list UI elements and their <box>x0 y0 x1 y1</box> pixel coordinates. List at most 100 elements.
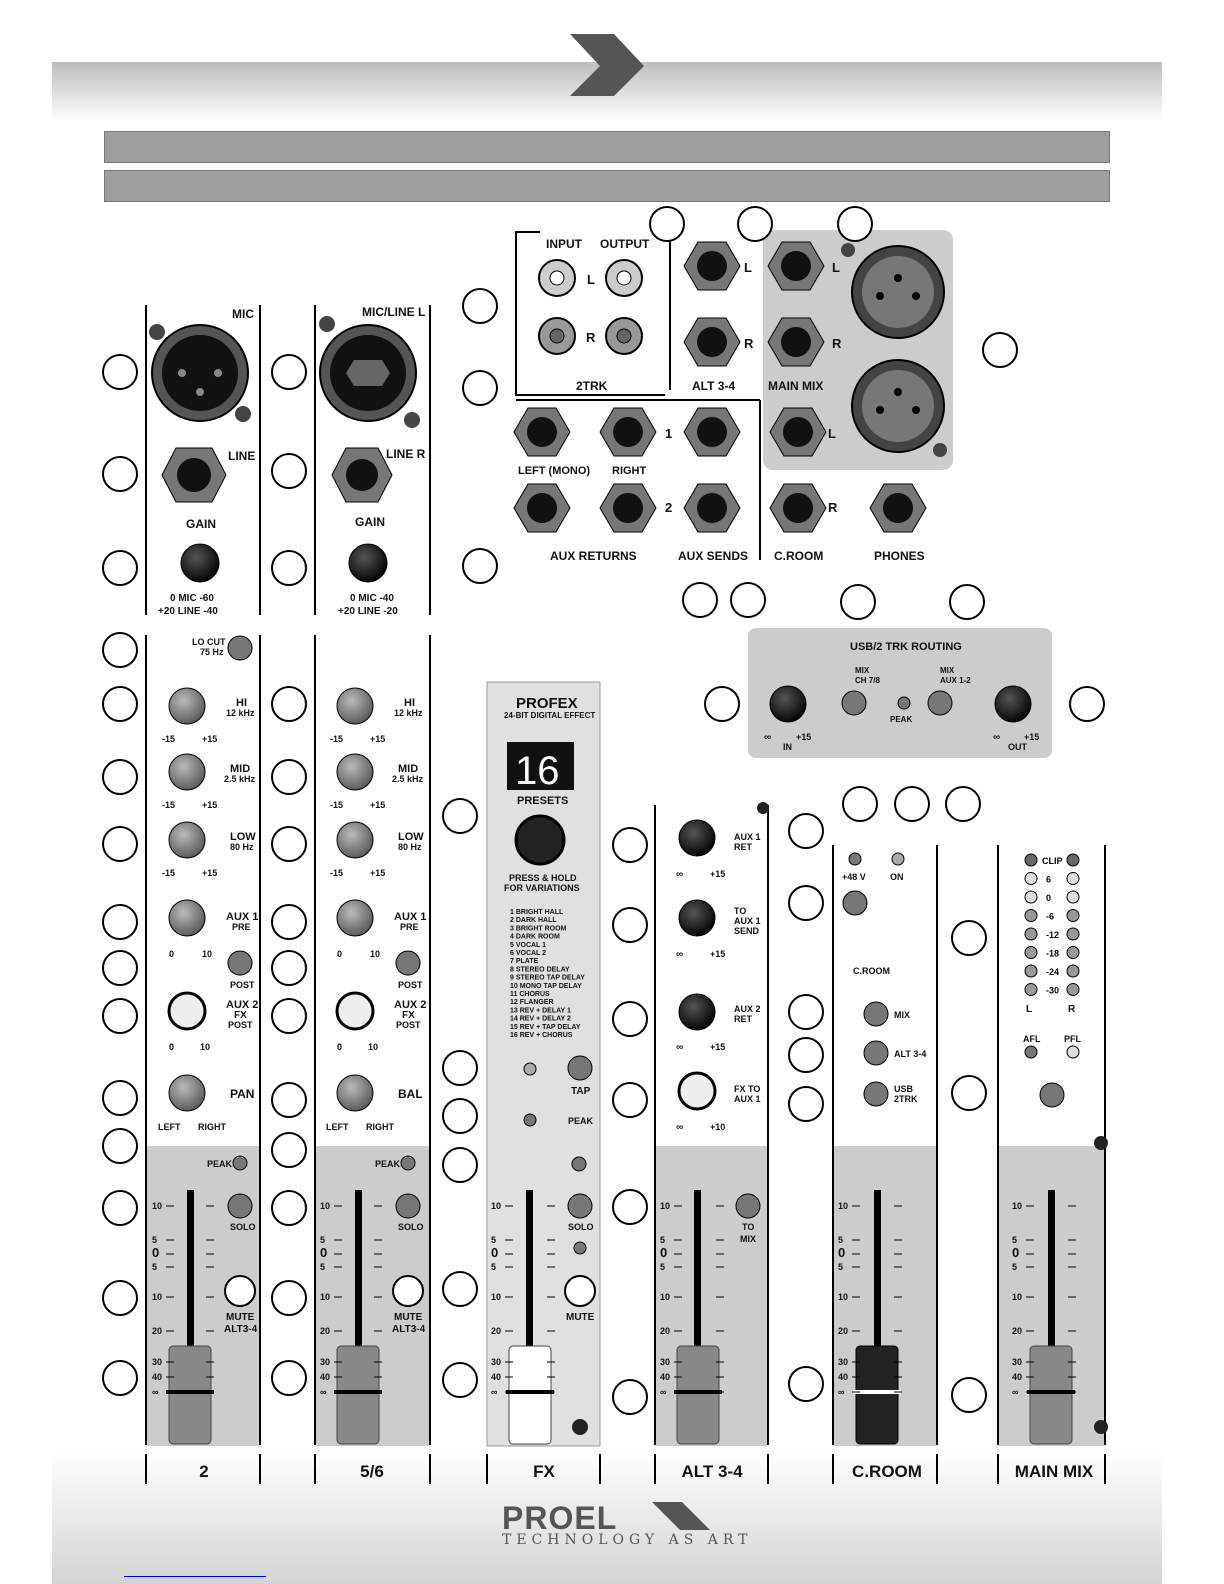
callout-marker <box>271 1132 307 1168</box>
svg-text:PRE: PRE <box>400 922 419 932</box>
svg-text:+10: +10 <box>710 1122 725 1132</box>
callout-marker <box>271 453 307 489</box>
svg-text:AUX 1: AUX 1 <box>226 911 258 923</box>
meter-led <box>1024 872 1038 885</box>
fader-scale-label: 10 <box>152 1201 162 1211</box>
callout-marker <box>102 686 138 722</box>
svg-text:∞: ∞ <box>676 949 683 960</box>
ch56-fader-cap <box>336 1345 380 1445</box>
ch56-line-label: LINE R <box>386 447 426 461</box>
svg-text:POST: POST <box>228 1020 253 1030</box>
svg-text:12 kHz: 12 kHz <box>394 708 423 718</box>
svg-text:-15: -15 <box>162 734 175 744</box>
svg-text:ALT 3-4: ALT 3-4 <box>894 1049 926 1059</box>
fader-scale-label: 0 <box>491 1245 498 1260</box>
svg-text:BAL: BAL <box>398 1087 423 1101</box>
fader-scale-label: 5 <box>152 1262 157 1272</box>
logo-arrow-icon <box>652 1502 710 1530</box>
meter-label: 0 <box>1046 893 1051 903</box>
fader-scale-label: ∞ <box>838 1387 845 1397</box>
fx-fader-cap <box>508 1345 552 1445</box>
alt-to-mix-button <box>735 1193 761 1219</box>
svg-text:R: R <box>744 336 754 351</box>
fader-scale-label: 30 <box>660 1357 670 1367</box>
ch56-hi-knob <box>336 687 374 725</box>
svg-text:LOW: LOW <box>230 831 256 843</box>
svg-text:AUX 2: AUX 2 <box>734 1004 761 1014</box>
ch2-line-label: LINE <box>228 449 255 463</box>
link-underline[interactable] <box>124 1576 266 1577</box>
croom-mix-button <box>863 1001 889 1027</box>
callout-marker <box>102 1280 138 1316</box>
callout-marker <box>271 550 307 586</box>
fx-preset-encoder <box>514 814 566 866</box>
fader-scale-label: 30 <box>838 1357 848 1367</box>
svg-text:2TRK: 2TRK <box>576 379 608 393</box>
usb-out-knob <box>994 685 1032 723</box>
ch2-locut-button <box>227 635 253 661</box>
callout-marker <box>982 332 1018 368</box>
svg-text:RIGHT: RIGHT <box>366 1122 395 1132</box>
svg-text:FX TO: FX TO <box>734 1084 760 1094</box>
brand-logo: PROEL <box>502 1500 618 1536</box>
svg-text:RET: RET <box>734 842 753 852</box>
footer-label-croom: C.ROOM <box>852 1462 922 1481</box>
ch56-aux2-knob <box>335 991 375 1031</box>
ch56-low-knob <box>336 821 374 859</box>
meter-led <box>1024 946 1038 959</box>
ch56-solo-button <box>395 1193 421 1219</box>
callout-marker <box>102 1080 138 1116</box>
fader-scale-label: 5 <box>838 1262 843 1272</box>
fx-peak-led <box>523 1113 537 1127</box>
svg-text:+15: +15 <box>710 949 725 959</box>
svg-text:75 Hz: 75 Hz <box>200 647 224 657</box>
ch2-hi-knob <box>168 687 206 725</box>
usb-routing-panel <box>748 628 1052 758</box>
svg-text:FX: FX <box>234 1010 247 1021</box>
usb-peak-led <box>897 696 911 710</box>
callout-marker <box>612 1082 648 1118</box>
fader-scale-label: 40 <box>660 1372 670 1382</box>
aux2-ret-knob <box>678 993 716 1031</box>
callout-marker <box>271 1360 307 1396</box>
meter-label: -6 <box>1046 912 1054 922</box>
brand-tagline: TECHNOLOGY AS ART <box>502 1532 753 1548</box>
fader-scale-label: 5 <box>1012 1235 1017 1245</box>
fader-scale-label: 10 <box>838 1201 848 1211</box>
fx-preset-item: 10 MONO TAP DELAY <box>510 983 582 990</box>
svg-text:PFL: PFL <box>1064 1034 1082 1044</box>
svg-text:10: 10 <box>368 1042 378 1052</box>
callout-marker <box>102 1190 138 1226</box>
fx-preset-item: 6 VOCAL 2 <box>510 950 546 957</box>
chevron-icon <box>570 34 644 96</box>
svg-text:INPUT: INPUT <box>546 237 583 251</box>
footer-dividers <box>145 1454 1106 1484</box>
svg-text:AUX 1: AUX 1 <box>734 832 761 842</box>
callout-marker <box>612 1379 648 1415</box>
svg-text:R: R <box>586 330 596 345</box>
fader-scale-label: 20 <box>491 1326 501 1336</box>
meter-led <box>1066 964 1080 978</box>
callout-marker <box>102 759 138 795</box>
fader-scale-label: 20 <box>1012 1326 1022 1336</box>
fader-scale-label: 5 <box>660 1235 665 1245</box>
fader-scale-label: 10 <box>491 1201 501 1211</box>
callout-marker <box>271 1280 307 1316</box>
svg-text:2TRK: 2TRK <box>894 1094 918 1104</box>
svg-text:L: L <box>828 426 836 441</box>
callout-marker <box>442 1098 478 1134</box>
svg-text:AFL: AFL <box>1023 1034 1041 1044</box>
fader-scale-label: 40 <box>320 1372 330 1382</box>
svg-text:R: R <box>828 500 838 515</box>
svg-text:MID: MID <box>230 763 250 775</box>
callout-marker <box>271 759 307 795</box>
callout-marker <box>737 206 773 242</box>
fader-scale-label: 5 <box>491 1262 496 1272</box>
svg-text:+48 V: +48 V <box>842 872 866 882</box>
meter-led <box>1066 909 1080 922</box>
svg-text:-15: -15 <box>330 868 343 878</box>
fader-scale-label: ∞ <box>320 1387 327 1397</box>
fader-scale-label: ∞ <box>491 1387 498 1397</box>
svg-text:HI: HI <box>404 697 415 709</box>
callout-marker <box>682 582 718 618</box>
